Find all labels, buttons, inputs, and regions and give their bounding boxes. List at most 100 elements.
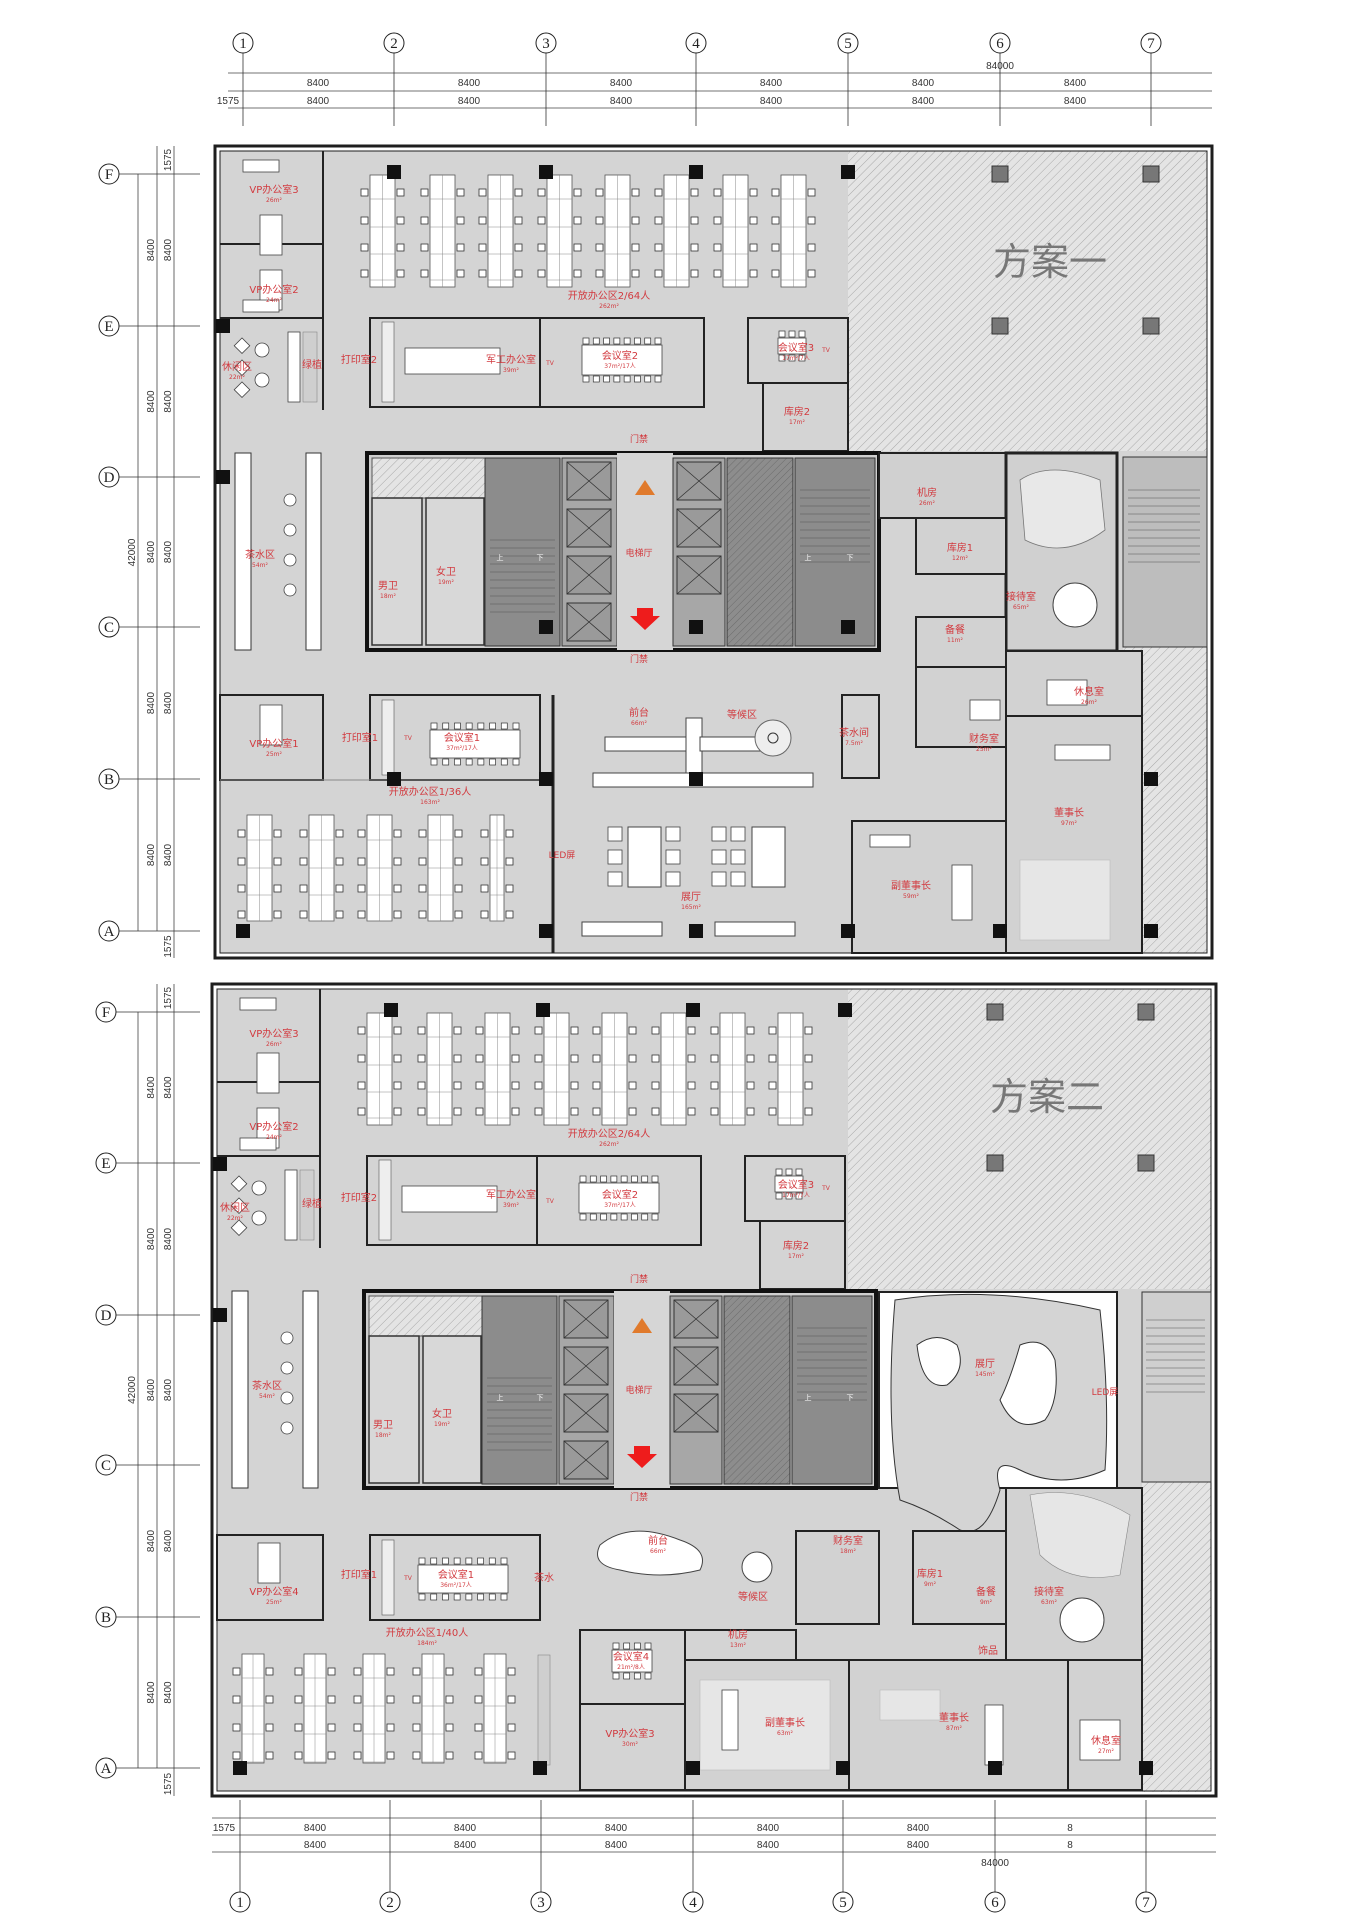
chair <box>393 829 402 838</box>
dimension-value: 8400 <box>307 78 330 89</box>
room-area: 165m² <box>681 904 701 911</box>
axis-bubble <box>989 32 1011 54</box>
chair <box>749 188 758 197</box>
chair <box>327 1723 336 1732</box>
display-stool <box>711 871 727 887</box>
axis-label-row: F <box>102 1005 110 1021</box>
chair <box>641 1175 649 1183</box>
rug <box>1019 469 1106 549</box>
chair <box>651 1054 660 1063</box>
axis-bubble <box>535 32 557 54</box>
chair <box>417 1107 426 1116</box>
chair <box>273 884 282 893</box>
chair <box>612 1642 620 1650</box>
chair <box>651 1213 659 1221</box>
chair <box>511 1026 520 1035</box>
structural-column <box>1142 165 1160 183</box>
chair <box>628 1081 637 1090</box>
chair <box>710 1081 719 1090</box>
room-area: 145m² <box>975 1371 995 1378</box>
room-area: 12m² <box>952 555 968 562</box>
work-table <box>401 1185 498 1213</box>
axis-label-column: 3 <box>537 1895 545 1911</box>
chair <box>785 1168 793 1176</box>
room-wall <box>915 616 1007 668</box>
room-label: 库房2 <box>784 405 810 418</box>
chair <box>690 216 699 225</box>
axis-bubble <box>379 1891 401 1913</box>
chair <box>592 375 600 383</box>
waiting-round-seat-center <box>767 732 779 744</box>
display-bench <box>581 921 663 937</box>
chair <box>418 829 427 838</box>
annotation-label: 电梯厅 <box>625 1384 652 1396</box>
chair <box>477 758 485 766</box>
chair <box>505 884 514 893</box>
chair <box>807 243 816 252</box>
toilet-women <box>422 1335 482 1484</box>
chair <box>713 243 722 252</box>
dimension-offset: 1575 <box>213 1823 236 1834</box>
chair <box>456 243 465 252</box>
chair <box>610 1213 618 1221</box>
room-label: 休息室 <box>1074 685 1104 698</box>
chair <box>628 1107 637 1116</box>
axis-label-row: F <box>105 167 113 183</box>
chair <box>357 1107 366 1116</box>
structural-column <box>539 165 553 179</box>
annotation-label: 下 <box>537 1394 544 1402</box>
chair <box>511 1107 520 1116</box>
structural-column <box>986 1154 1004 1172</box>
chair <box>488 1593 496 1601</box>
room-label: 开放办公区1/40人 <box>386 1626 468 1639</box>
chair <box>644 1642 652 1650</box>
chair <box>237 910 246 919</box>
axis-bubble <box>95 1454 117 1476</box>
chair <box>418 910 427 919</box>
conference-table <box>611 1649 653 1673</box>
chair <box>294 1667 303 1676</box>
chair <box>396 188 405 197</box>
display-stool <box>711 849 727 865</box>
elevator-x <box>566 461 612 501</box>
chair <box>232 1667 241 1676</box>
chair <box>500 1557 508 1565</box>
room-area: 18m² <box>375 1432 391 1439</box>
room-area: 25m² <box>266 1599 282 1606</box>
chair <box>746 1107 755 1116</box>
stair <box>481 1295 558 1485</box>
axis-label-column: 2 <box>386 1895 394 1911</box>
dimension-value: 8400 <box>605 1840 628 1851</box>
dimension-value: 8400 <box>912 78 935 89</box>
axis-bubble <box>682 1891 704 1913</box>
annotation-label: TV <box>821 347 831 354</box>
axis-bubble <box>530 1891 552 1913</box>
sofa <box>242 159 280 173</box>
elevator-x <box>566 508 612 548</box>
room-label: 机房 <box>728 1628 748 1641</box>
axis-label-row: E <box>104 319 113 335</box>
chair <box>644 1672 652 1680</box>
annotation-label: TV <box>545 360 555 367</box>
print-counter <box>381 321 395 403</box>
chair <box>475 1107 484 1116</box>
room-wall <box>216 1534 324 1621</box>
chair <box>785 1192 793 1200</box>
chair <box>592 1026 601 1035</box>
room-area: 37m²/17人 <box>604 1202 636 1209</box>
chair <box>442 722 450 730</box>
structural-column <box>236 924 250 938</box>
chair <box>592 1054 601 1063</box>
chair <box>386 1695 395 1704</box>
room-label: 男卫 <box>378 580 398 592</box>
structural-column <box>1142 317 1160 335</box>
chair <box>620 1213 628 1221</box>
axis-bubble <box>95 1304 117 1326</box>
bar-stool <box>283 523 297 537</box>
office-desk <box>1054 744 1111 761</box>
chair <box>654 216 663 225</box>
bar-stool <box>280 1361 294 1375</box>
room-area: 66m² <box>631 720 647 727</box>
chair <box>294 1751 303 1760</box>
dimension-total: 84000 <box>981 1858 1009 1869</box>
